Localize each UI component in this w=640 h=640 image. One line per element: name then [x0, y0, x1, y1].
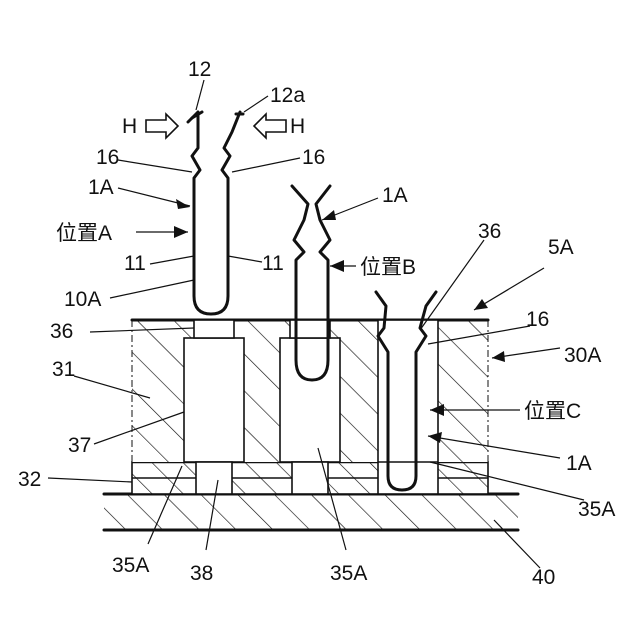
label-12a: 12a: [270, 84, 305, 107]
label-38: 38: [190, 562, 213, 585]
label-30A: 30A: [564, 344, 601, 367]
label-31: 31: [52, 358, 75, 381]
label-h-left: H: [122, 115, 137, 138]
contact-position-a: [188, 112, 243, 314]
label-16-c: 16: [526, 308, 549, 331]
label-position-a: 位置A: [56, 222, 112, 245]
circuit-board-40: [104, 494, 518, 530]
label-1A-c: 1A: [566, 452, 592, 475]
label-35A-right: 35A: [578, 498, 615, 521]
label-35A-left: 35A: [112, 554, 149, 577]
force-arrow-left: [146, 114, 178, 138]
label-32: 32: [18, 468, 41, 491]
label-36-right: 36: [478, 220, 501, 243]
force-arrow-right: [254, 114, 286, 138]
label-16-left: 16: [96, 146, 119, 169]
label-h-right: H: [290, 115, 305, 138]
label-37: 37: [68, 434, 91, 457]
label-5A: 5A: [548, 236, 574, 259]
label-40: 40: [532, 566, 555, 589]
label-16-right: 16: [302, 146, 325, 169]
label-1A-a: 1A: [88, 176, 114, 199]
label-35A-mid: 35A: [330, 562, 367, 585]
label-11-left: 11: [124, 252, 146, 275]
label-1A-b: 1A: [382, 184, 408, 207]
label-position-b: 位置B: [360, 256, 416, 279]
label-position-c: 位置C: [524, 400, 581, 423]
label-11-right: 11: [262, 252, 284, 275]
label-36-left: 36: [50, 320, 73, 343]
label-12: 12: [188, 58, 211, 81]
label-10A: 10A: [64, 288, 101, 311]
